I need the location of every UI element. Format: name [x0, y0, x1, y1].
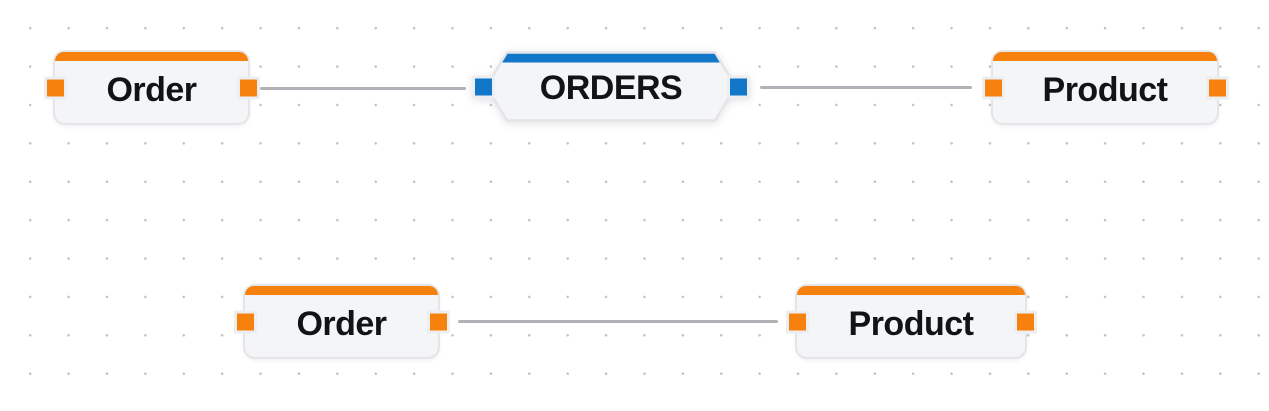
left-handle[interactable] [233, 310, 257, 333]
node-label: ORDERS [539, 69, 683, 107]
edge-order-to-product[interactable] [458, 320, 778, 323]
node-accent-bar [55, 52, 248, 61]
node-orders-junction[interactable]: ORDERS [472, 51, 750, 122]
node-order-bottom[interactable]: Order [233, 286, 450, 357]
node-label: Product [1042, 71, 1168, 109]
node-label: Order [296, 305, 387, 343]
node-accent-bar [797, 286, 1025, 295]
hexagon-accent-bar [502, 53, 720, 63]
node-product-bottom[interactable]: Product [785, 286, 1037, 357]
left-handle[interactable] [472, 75, 495, 98]
right-handle[interactable] [727, 75, 750, 98]
node-accent-bar [245, 286, 438, 295]
hexagon-shape [485, 51, 737, 122]
node-label: Product [848, 305, 974, 343]
right-handle[interactable] [236, 76, 260, 99]
left-handle[interactable] [43, 76, 67, 99]
left-handle[interactable] [785, 310, 809, 333]
edge-orders-to-product[interactable] [760, 85, 972, 89]
node-label: Order [106, 71, 197, 109]
right-handle[interactable] [426, 310, 450, 333]
right-handle[interactable] [1013, 310, 1037, 333]
right-handle[interactable] [1205, 76, 1229, 99]
node-order-top[interactable]: Order [43, 52, 260, 123]
node-product-top[interactable]: Product [981, 52, 1229, 123]
node-accent-bar [993, 52, 1217, 61]
edge-order-to-orders[interactable] [260, 86, 466, 90]
left-handle[interactable] [981, 76, 1005, 99]
